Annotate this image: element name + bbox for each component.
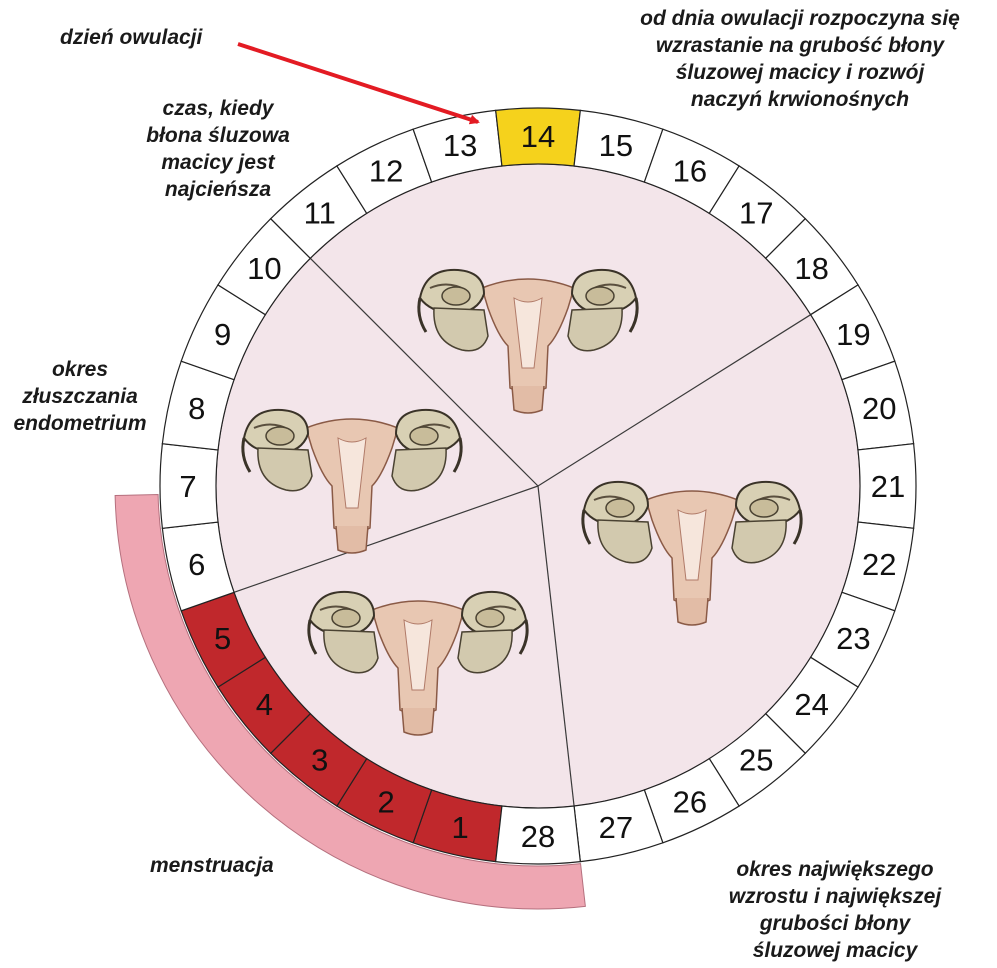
note-line: śluzowej macicy i rozwój [610,59,990,86]
note-line: błona śluzowa [118,122,318,149]
day-number: 5 [214,621,231,656]
day-number: 8 [188,391,205,426]
note-line: wzrastanie na grubość błony [610,32,990,59]
note-line: śluzowej macicy [700,937,970,964]
day-number: 25 [739,743,773,778]
note-line: najcieńsza [118,176,318,203]
menstruation-label: menstruacja [150,852,274,879]
day-number: 4 [256,687,273,722]
note-line: od dnia owulacji rozpoczyna się [610,5,990,32]
note-line: okres [0,356,160,383]
day-number: 10 [247,251,281,286]
note-line: naczyń krwionośnych [610,86,990,113]
day-number: 7 [179,469,196,504]
day-number: 19 [836,317,870,352]
day-number: 28 [521,819,555,854]
day-number: 26 [673,784,707,819]
shedding-note: okres złuszczania endometrium [0,356,160,437]
day-number: 14 [521,119,555,154]
day-number: 17 [739,195,773,230]
note-line: złuszczania [0,383,160,410]
day-number: 21 [871,469,905,504]
day-number: 27 [599,810,633,845]
note-line: okres największego [700,856,970,883]
ovulation-day-label: dzień owulacji [60,24,202,51]
day-number: 15 [599,128,633,163]
day-number: 22 [862,547,896,582]
day-number: 9 [214,317,231,352]
day-number: 18 [794,251,828,286]
day-number: 3 [311,743,328,778]
note-line: czas, kiedy [118,95,318,122]
note-line: grubości błony [700,910,970,937]
note-line: macicy jest [118,149,318,176]
post-ovulation-note: od dnia owulacji rozpoczyna się wzrastan… [610,5,990,113]
day-number: 16 [673,154,707,189]
day-number: 13 [443,128,477,163]
day-number: 1 [451,810,468,845]
day-number: 6 [188,547,205,582]
max-growth-note: okres największego wzrostu i największej… [700,856,970,964]
day-number: 24 [794,687,828,722]
day-number: 12 [369,154,403,189]
day-number: 20 [862,391,896,426]
day-number: 2 [378,784,395,819]
note-line: endometrium [0,410,160,437]
thinnest-endometrium-note: czas, kiedy błona śluzowa macicy jest na… [118,95,318,203]
note-line: wzrostu i największej [700,883,970,910]
day-number: 23 [836,621,870,656]
